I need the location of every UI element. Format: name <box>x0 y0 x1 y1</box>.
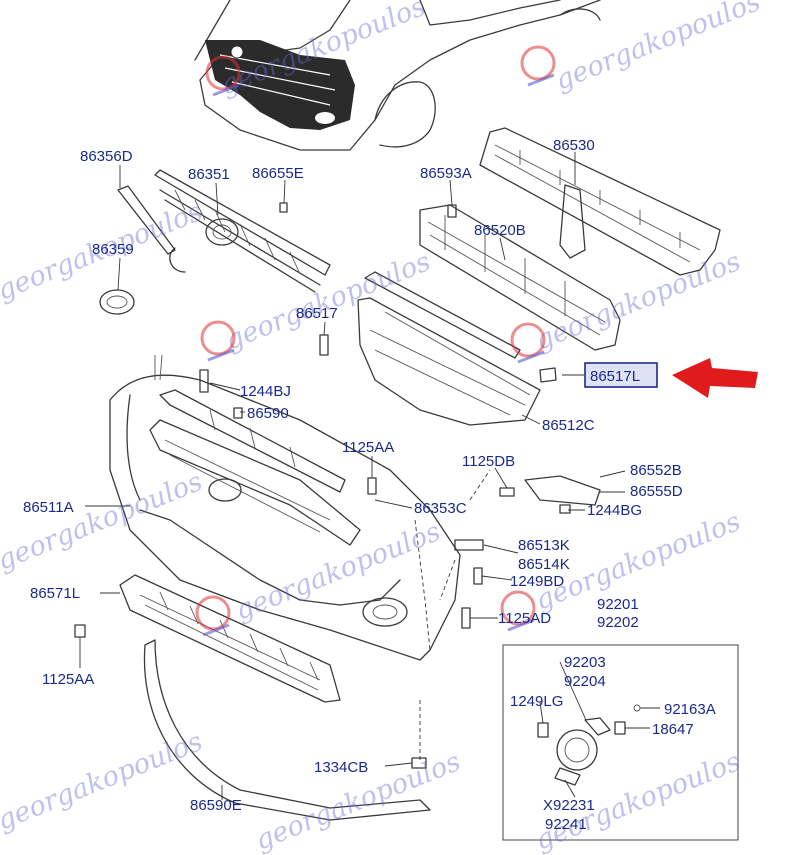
leader-lines <box>79 152 660 800</box>
watermark-logo <box>200 320 236 362</box>
part-label-86353C[interactable]: 86353C <box>414 500 467 517</box>
part-label-18647[interactable]: 18647 <box>652 721 694 738</box>
part-label-86590[interactable]: 86590 <box>247 405 289 422</box>
watermark-text: georgakopoulos <box>231 516 445 626</box>
part-label-92204[interactable]: 92204 <box>564 673 606 690</box>
part-label-86520B[interactable]: 86520B <box>474 222 526 239</box>
part-label-86517L[interactable]: 86517L <box>590 368 640 385</box>
part-label-1125AA-bottom[interactable]: 1125AA <box>42 671 94 688</box>
watermark-logo <box>205 55 241 97</box>
part-label-92201[interactable]: 92201 <box>597 596 639 613</box>
part-label-86514K[interactable]: 86514K <box>518 556 570 573</box>
red-arrow-indicator <box>672 358 758 398</box>
part-label-86512C[interactable]: 86512C <box>542 417 595 434</box>
part-label-86555D[interactable]: 86555D <box>630 483 683 500</box>
lower-grille-86571L <box>119 574 341 703</box>
watermark-logo <box>500 590 536 632</box>
part-label-92202[interactable]: 92202 <box>597 614 639 631</box>
fog-lamp-group <box>502 644 739 841</box>
absorber-86520B <box>419 204 621 351</box>
part-label-X92231[interactable]: X92231 <box>543 797 595 814</box>
part-label-1125AD[interactable]: 1125AD <box>498 610 551 627</box>
part-label-86359[interactable]: 86359 <box>92 241 134 258</box>
grille-86351 <box>99 169 331 315</box>
part-label-86552B[interactable]: 86552B <box>630 462 682 479</box>
part-label-86590E[interactable]: 86590E <box>190 797 242 814</box>
beam-86530 <box>479 127 721 276</box>
lower-grille-86512C <box>357 271 557 426</box>
watermark-logo <box>520 45 556 87</box>
part-label-86655E[interactable]: 86655E <box>252 165 304 182</box>
part-label-86356D[interactable]: 86356D <box>80 148 133 165</box>
watermark-text: georgakopoulos <box>531 246 745 356</box>
part-label-1249BD[interactable]: 1249BD <box>510 573 564 590</box>
watermark-logo <box>195 595 231 637</box>
part-label-1125AA-top[interactable]: 1125AA <box>342 439 394 456</box>
watermarks: georgakopoulos georgakopoulos georgakopo… <box>0 0 765 855</box>
part-label-86530[interactable]: 86530 <box>553 137 595 154</box>
part-label-86593A[interactable]: 86593A <box>420 165 472 182</box>
watermark-text: georgakopoulos <box>0 466 207 576</box>
watermark-logo <box>510 322 546 364</box>
part-labels: 86356D 86351 86655E 86359 86593A 86530 8… <box>23 137 716 833</box>
part-label-1244BG[interactable]: 1244BG <box>587 502 642 519</box>
watermark-text: georgakopoulos <box>0 726 207 836</box>
car-illustration <box>194 0 601 151</box>
lip-86590E <box>143 639 431 821</box>
part-label-86511A[interactable]: 86511A <box>23 499 74 516</box>
watermark-text: georgakopoulos <box>551 0 765 96</box>
part-label-86571L[interactable]: 86571L <box>30 585 80 602</box>
part-label-92203[interactable]: 92203 <box>564 654 606 671</box>
part-label-92163A[interactable]: 92163A <box>664 701 716 718</box>
part-label-1125DB[interactable]: 1125DB <box>462 453 515 470</box>
part-label-1244BJ[interactable]: 1244BJ <box>240 383 291 400</box>
part-label-86513K[interactable]: 86513K <box>518 537 570 554</box>
part-label-92241[interactable]: 92241 <box>545 816 587 833</box>
part-label-1334CB[interactable]: 1334CB <box>314 759 368 776</box>
part-label-86517[interactable]: 86517 <box>296 305 338 322</box>
part-label-86351[interactable]: 86351 <box>188 166 230 183</box>
highlight-box-86517L <box>584 362 658 388</box>
part-label-1249LG[interactable]: 1249LG <box>510 693 563 710</box>
